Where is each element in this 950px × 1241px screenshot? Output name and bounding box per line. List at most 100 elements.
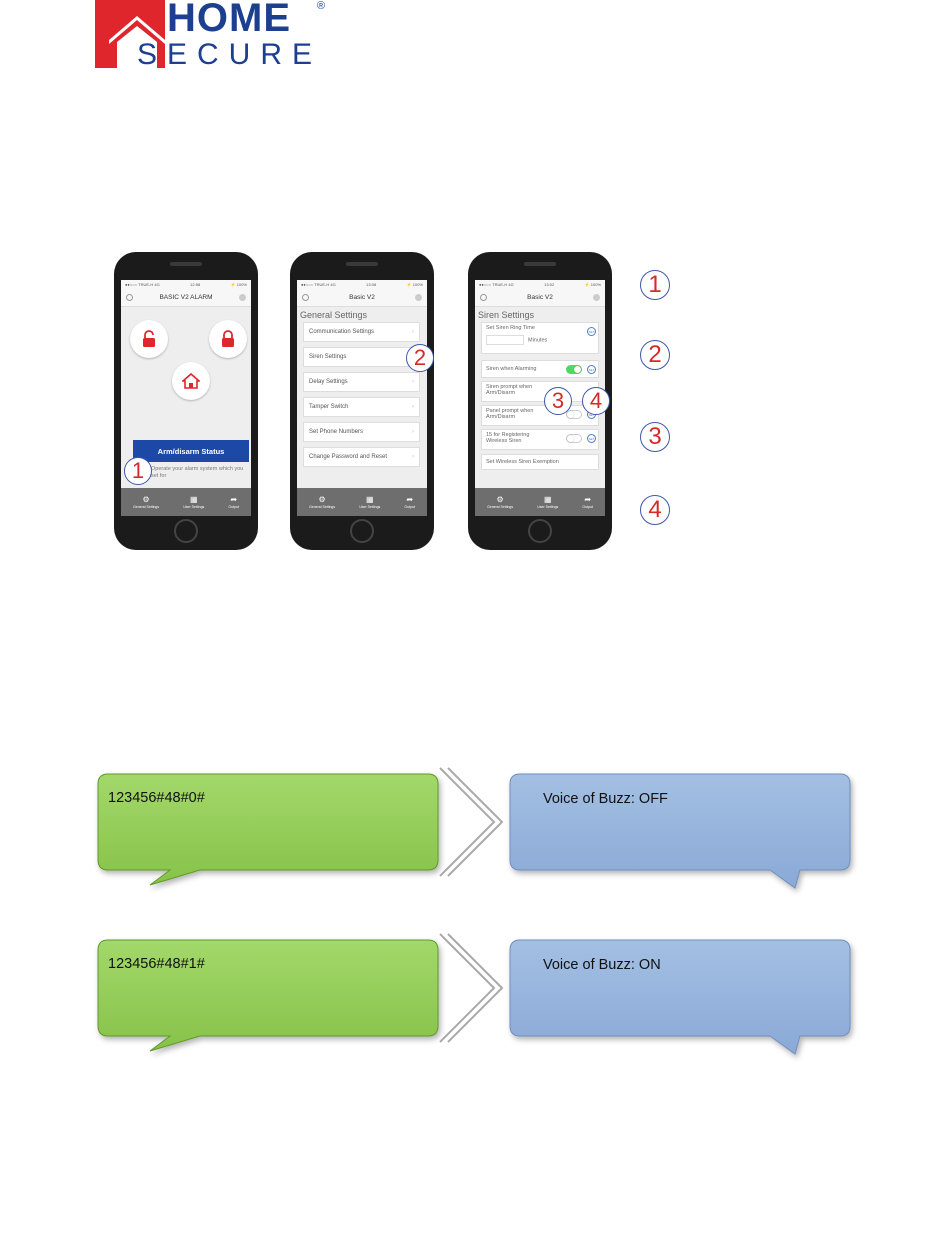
row-label: Siren prompt when Arm/Disarm bbox=[486, 384, 533, 396]
tab-user-settings[interactable]: ▦User Settings bbox=[183, 495, 204, 509]
row-label: Panel prompt when Arm/Disarm bbox=[486, 408, 534, 420]
battery-label: ⚡ 100% bbox=[584, 282, 601, 287]
grid-icon: ▦ bbox=[189, 495, 198, 504]
double-chevron-arrow-icon bbox=[439, 933, 504, 1043]
tab-label: General Settings bbox=[309, 505, 336, 509]
home-arm-button[interactable] bbox=[172, 362, 210, 400]
tab-general-settings[interactable]: ⚙General Settings bbox=[309, 495, 335, 509]
set-button[interactable]: SET bbox=[587, 434, 596, 443]
back-icon[interactable] bbox=[126, 294, 133, 301]
phone-screen: ●●○○○ TRUE-H 4G 13:02 ⚡ 100% Basic V2 Si… bbox=[475, 280, 605, 516]
settings-dot-icon[interactable] bbox=[238, 294, 246, 301]
status-bar: ●●○○○ TRUE-H 4G 13:02 ⚡ 100% bbox=[475, 280, 605, 289]
tab-output[interactable]: ➦Output bbox=[228, 495, 239, 509]
sms-command-bubble-off bbox=[97, 773, 439, 886]
gear-icon: ⚙ bbox=[142, 495, 150, 504]
back-icon[interactable] bbox=[302, 294, 309, 301]
tab-general-settings[interactable]: ⚙General Settings bbox=[487, 495, 513, 509]
phone-siren-settings: ●●○○○ TRUE-H 4G 13:02 ⚡ 100% Basic V2 Si… bbox=[468, 252, 612, 550]
settings-dot-icon[interactable] bbox=[593, 294, 600, 301]
unlock-icon bbox=[143, 330, 155, 347]
chevron-right-icon: › bbox=[412, 429, 414, 435]
menu-item-label: Siren Settings bbox=[309, 354, 347, 360]
chevron-right-icon: › bbox=[412, 379, 414, 385]
status-time: 13:08 bbox=[366, 282, 377, 287]
toggle-knob bbox=[567, 411, 574, 418]
section-heading: General Settings bbox=[300, 310, 368, 320]
arm-button[interactable] bbox=[209, 320, 247, 358]
arm-disarm-status-button[interactable]: Arm/disarm Status bbox=[133, 440, 249, 462]
tab-label: General Settings bbox=[133, 505, 160, 509]
siren-alarming-toggle[interactable] bbox=[566, 365, 582, 374]
tab-general-settings[interactable]: ⚙General Settings bbox=[133, 495, 159, 509]
grid-icon: ▦ bbox=[365, 495, 374, 504]
minutes-label: Minutes bbox=[528, 337, 548, 344]
menu-item-communication-settings[interactable]: Communication Settings › bbox=[303, 322, 420, 342]
share-arrow-icon: ➦ bbox=[584, 495, 592, 504]
wireless-siren-toggle[interactable] bbox=[566, 434, 582, 443]
set-button[interactable]: SET bbox=[587, 327, 596, 336]
back-icon[interactable] bbox=[480, 294, 487, 301]
tab-user-settings[interactable]: ▦User Settings bbox=[359, 495, 380, 509]
sms-reply-bubble-off bbox=[509, 773, 851, 889]
tab-bar: ⚙General Settings ▦User Settings ➦Output bbox=[475, 488, 605, 516]
gear-icon: ⚙ bbox=[318, 495, 326, 504]
lock-icon bbox=[222, 330, 234, 347]
legend-callout-2: 2 bbox=[640, 340, 670, 370]
share-arrow-icon: ➦ bbox=[230, 495, 238, 504]
status-bar: ●●○○○ TRUE-H 4G 13:08 ⚡ 100% bbox=[297, 280, 427, 289]
menu-item-label: Tamper Switch bbox=[309, 404, 349, 410]
chevron-right-icon: › bbox=[412, 329, 414, 335]
status-bar: ●●○○○ TRUE-H 4G 12:58 ⚡ 100% bbox=[121, 280, 251, 289]
tab-bar: ⚙General Settings ▦User Settings ➦Output bbox=[121, 488, 251, 516]
toggle-knob bbox=[574, 366, 581, 373]
carrier-label: ●●○○○ TRUE-H 4G bbox=[125, 282, 160, 287]
phone-main-screen: ●●○○○ TRUE-H 4G 12:58 ⚡ 100% BASIC V2 AL… bbox=[114, 252, 258, 550]
tab-output[interactable]: ➦Output bbox=[582, 495, 593, 509]
tab-label: Output bbox=[404, 505, 415, 509]
set-button[interactable]: SET bbox=[587, 365, 596, 374]
tab-label: User Settings bbox=[537, 505, 559, 509]
wireless-exemption-row[interactable]: Set Wireless Siren Exemption bbox=[481, 454, 599, 470]
legend-callout-4: 4 bbox=[640, 495, 670, 525]
menu-item-set-phone-numbers[interactable]: Set Phone Numbers › bbox=[303, 422, 420, 442]
tab-label: User Settings bbox=[359, 505, 381, 509]
tab-output[interactable]: ➦Output bbox=[404, 495, 415, 509]
sms-command-bubble-on bbox=[97, 939, 439, 1052]
tab-label: General Settings bbox=[487, 505, 514, 509]
sms-reply-text: Voice of Buzz: ON bbox=[543, 957, 661, 973]
phone-screen: ●●○○○ TRUE-H 4G 12:58 ⚡ 100% BASIC V2 AL… bbox=[121, 280, 251, 516]
phone-home-button bbox=[174, 519, 198, 543]
sms-reply-text: Voice of Buzz: OFF bbox=[543, 791, 668, 807]
row-label: Set Wireless Siren Exemption bbox=[486, 459, 559, 465]
row-label: 15 for Registering Wireless Siren bbox=[486, 432, 530, 444]
menu-item-tamper-switch[interactable]: Tamper Switch› bbox=[303, 397, 420, 417]
menu-item-change-password[interactable]: Change Password and Reset› bbox=[303, 447, 420, 467]
phone-screen: ●●○○○ TRUE-H 4G 13:08 ⚡ 100% Basic V2 Ge… bbox=[297, 280, 427, 516]
menu-item-label: Communication Settings bbox=[309, 329, 375, 335]
phone-earpiece bbox=[346, 262, 378, 266]
settings-dot-icon[interactable] bbox=[415, 294, 422, 301]
tab-label: User Settings bbox=[183, 505, 205, 509]
row-label: Siren when Alarming bbox=[486, 366, 537, 372]
tab-bar: ⚙General Settings ▦User Settings ➦Output bbox=[297, 488, 427, 516]
sms-reply-bubble-on bbox=[509, 939, 851, 1055]
menu-item-label: Set Phone Numbers bbox=[309, 429, 364, 435]
ring-time-label: Set Siren Ring Time bbox=[486, 325, 535, 331]
section-heading: Siren Settings bbox=[478, 310, 535, 320]
minutes-input[interactable] bbox=[486, 335, 524, 345]
double-chevron-arrow-icon bbox=[439, 767, 504, 877]
wireless-siren-row: 15 for Registering Wireless Siren SET bbox=[481, 429, 599, 450]
disarm-button[interactable] bbox=[130, 320, 168, 358]
panel-prompt-row: Panel prompt when Arm/Disarm SET bbox=[481, 405, 599, 426]
panel-prompt-toggle[interactable] bbox=[566, 410, 582, 419]
logo-word-secure: SECURE bbox=[137, 38, 323, 71]
tab-user-settings[interactable]: ▦User Settings bbox=[537, 495, 558, 509]
callout-2: 2 bbox=[406, 344, 434, 372]
sms-command-text: 123456#48#0# bbox=[108, 790, 205, 806]
tab-label: Output bbox=[582, 505, 593, 509]
menu-item-delay-settings[interactable]: Delay Settings› bbox=[303, 372, 420, 392]
logo-word-home: HOME bbox=[167, 0, 291, 40]
siren-ring-time-row: Set Siren Ring Time Minutes SET bbox=[481, 322, 599, 354]
